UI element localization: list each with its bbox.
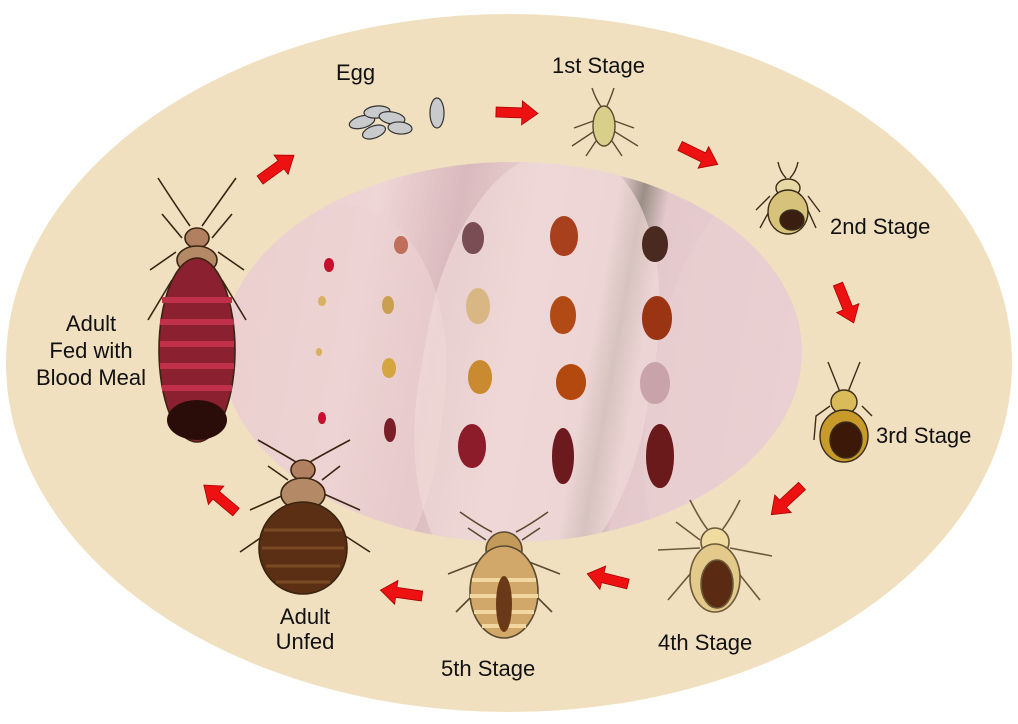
adult-fed-label-line: Fed with bbox=[49, 338, 133, 363]
photo-bug bbox=[382, 358, 396, 378]
photo-bug bbox=[318, 412, 326, 424]
fifth-stage-label: 5th Stage bbox=[441, 656, 536, 681]
adult-fed-label: Adult Fed with Blood Meal bbox=[16, 310, 166, 391]
adult-unfed-label: Adult Unfed bbox=[262, 604, 348, 654]
photo-bug bbox=[646, 424, 674, 488]
first-stage-label: 1st Stage bbox=[552, 53, 645, 78]
photo-bug bbox=[466, 288, 490, 324]
third-stage-nymph-icon bbox=[813, 361, 873, 463]
photo-bug bbox=[642, 296, 672, 340]
photo-bug bbox=[324, 258, 334, 272]
photo-bug bbox=[556, 364, 586, 400]
second-stage-nymph-icon bbox=[755, 161, 821, 235]
photo-bug bbox=[642, 226, 668, 262]
eggs-icon bbox=[348, 97, 445, 140]
fourth-stage-nymph-icon bbox=[657, 499, 773, 613]
first-stage-nymph-icon bbox=[571, 87, 639, 157]
center-photo bbox=[222, 162, 802, 542]
third-stage-label: 3rd Stage bbox=[876, 423, 972, 448]
adult-unfed-label-line: Adult bbox=[279, 604, 331, 629]
photo-bug bbox=[550, 216, 578, 256]
photo-bug bbox=[468, 360, 492, 394]
adult-fed-bug-icon bbox=[147, 177, 247, 443]
fourth-stage-label: 4th Stage bbox=[658, 630, 753, 655]
photo-bug bbox=[384, 418, 396, 442]
arrow-unfed-to-fed-icon bbox=[195, 475, 245, 522]
egg-label: Egg bbox=[336, 60, 376, 85]
arrow-fifth-to-unfed-icon bbox=[378, 577, 425, 609]
adult-unfed-label-line: Unfed bbox=[275, 629, 335, 654]
adult-fed-label-line: Adult bbox=[65, 311, 117, 336]
arrow-third-to-fourth-icon bbox=[762, 476, 811, 524]
photo-bug bbox=[550, 296, 576, 334]
arrow-fed-to-egg-icon bbox=[252, 145, 302, 191]
adult-fed-label-line: Blood Meal bbox=[35, 365, 147, 390]
arrow-second-to-third-icon bbox=[826, 279, 866, 328]
fifth-stage-nymph-icon bbox=[447, 511, 561, 639]
photo-bug bbox=[640, 362, 670, 404]
photo-bug bbox=[552, 428, 574, 484]
photo-bug bbox=[394, 236, 408, 254]
photo-bug bbox=[382, 296, 394, 314]
arrow-egg-to-first-icon bbox=[495, 99, 539, 126]
photo-bug bbox=[462, 222, 484, 254]
photo-bug bbox=[316, 348, 322, 356]
adult-unfed-bug-icon bbox=[239, 439, 371, 595]
photo-bug bbox=[318, 296, 326, 306]
second-stage-label: 2nd Stage bbox=[830, 214, 931, 239]
arrow-first-to-second-icon bbox=[674, 134, 724, 176]
arrow-fourth-to-fifth-icon bbox=[583, 561, 632, 597]
photo-bug bbox=[458, 424, 486, 468]
